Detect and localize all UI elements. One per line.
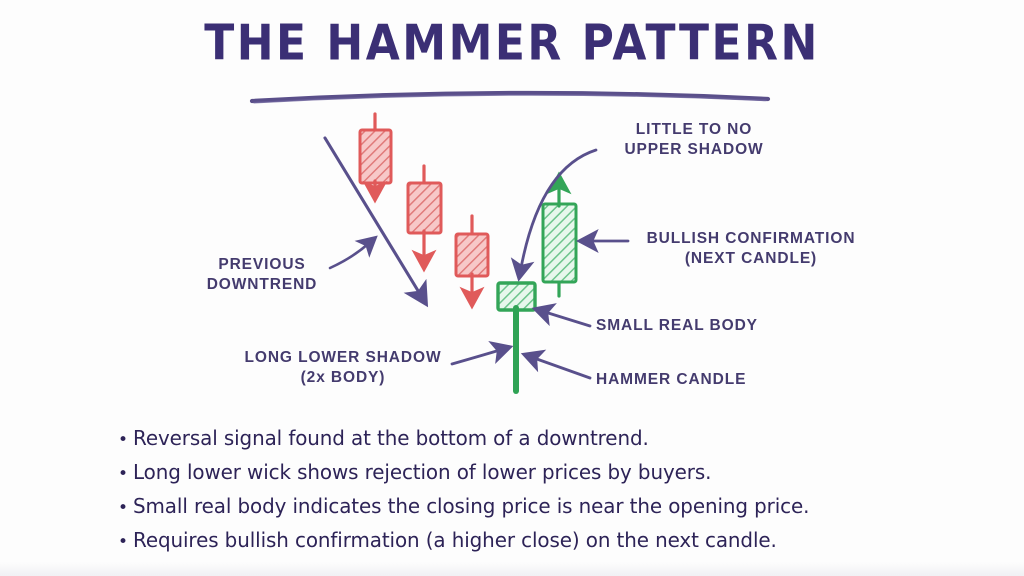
- bullet-marker: •: [118, 463, 129, 484]
- list-item: • Small real body indicates the closing …: [118, 492, 938, 522]
- label-long-lower-shadow: LONG LOWER SHADOW (2x BODY): [244, 349, 442, 386]
- confirmation-candle: [541, 171, 578, 298]
- arrow-long-lower-shadow: [450, 340, 514, 366]
- list-item-text: Reversal signal found at the bottom of a…: [133, 426, 649, 450]
- bearish-candle-1: [358, 112, 393, 204]
- list-item-text: Requires bullish confirmation (a higher …: [133, 527, 777, 552]
- list-item-text: Long lower wick shows rejection of lower…: [133, 459, 712, 484]
- bullet-marker: •: [118, 531, 129, 552]
- title-underline: [249, 90, 771, 104]
- hammer-candle: [496, 281, 537, 394]
- label-small-real-body: SMALL REAL BODY: [596, 317, 758, 334]
- previous-downtrend-line: [323, 136, 429, 308]
- title-block: THE HAMMER PATTERN: [0, 17, 1024, 104]
- bearish-candle-2: [406, 164, 443, 273]
- label-bullish-confirmation: BULLISH CONFIRMATION (NEXT CANDLE): [646, 230, 856, 267]
- arrow-small-real-body: [531, 303, 592, 328]
- list-item: • Reversal signal found at the bottom of…: [118, 424, 938, 454]
- arrow-hammer-candle: [520, 349, 592, 380]
- key-points-list: • Reversal signal found at the bottom of…: [118, 424, 938, 560]
- label-previous-downtrend: PREVIOUS DOWNTREND: [206, 256, 318, 293]
- bullet-marker: •: [118, 430, 129, 450]
- bullet-marker: •: [118, 497, 129, 518]
- label-little-to-no-upper-shadow: LITTLE TO NO UPPER SHADOW: [624, 121, 764, 158]
- list-item: • Long lower wick shows rejection of low…: [118, 458, 938, 488]
- list-item: • Requires bullish confirmation (a highe…: [118, 526, 938, 556]
- arrow-upper-shadow: [510, 148, 598, 282]
- label-hammer-candle: HAMMER CANDLE: [596, 371, 747, 388]
- page-title: THE HAMMER PATTERN: [204, 14, 820, 72]
- list-item-text: Small real body indicates the closing pr…: [133, 493, 810, 518]
- arrow-previous-downtrend: [328, 235, 378, 270]
- bearish-candle-3: [454, 214, 490, 310]
